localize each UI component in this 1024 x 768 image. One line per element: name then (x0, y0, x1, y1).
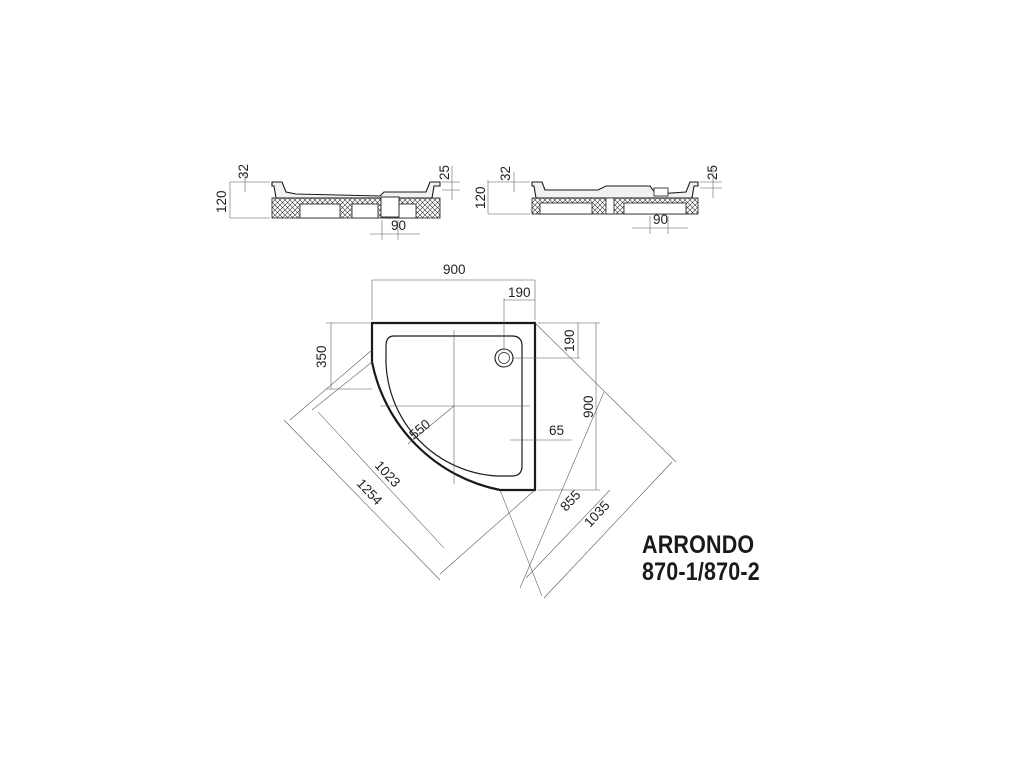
section-right-dim-120: 120 (473, 186, 488, 209)
plan-dim-offset: 65 (549, 423, 564, 438)
plan-dim-height: 900 (581, 395, 596, 418)
section-right-dim-25: 25 (705, 165, 720, 180)
plan-view: 900 190 190 900 350 550 65 1023 1254 855… (283, 262, 677, 599)
plan-dim-width: 900 (443, 262, 466, 277)
plan-dim-inner-diag-a: 1023 (372, 458, 403, 490)
product-model-numbers: 870-1/870-2 (642, 558, 760, 586)
section-view-left: 32 120 25 90 (214, 164, 460, 240)
section-right-dim-32: 32 (498, 166, 513, 181)
plan-dim-drain-x: 190 (508, 285, 531, 300)
section-left-dim-25: 25 (437, 165, 452, 180)
plan-dim-left-straight: 350 (314, 345, 329, 368)
section-left-dim-120: 120 (214, 190, 229, 213)
plan-dim-outer-diag-b: 1035 (581, 498, 612, 530)
product-name: ARRONDO (642, 531, 755, 559)
section-view-right: 32 120 25 90 (473, 165, 722, 234)
section-right-dim-90: 90 (653, 212, 668, 227)
plan-dim-drain-y: 190 (562, 329, 577, 352)
section-left-dim-32: 32 (236, 164, 251, 179)
section-left-dim-90: 90 (391, 218, 406, 233)
plan-dim-outer-diag-a: 1254 (354, 476, 386, 509)
product-title: ARRONDO 870-1/870-2 (642, 532, 779, 586)
